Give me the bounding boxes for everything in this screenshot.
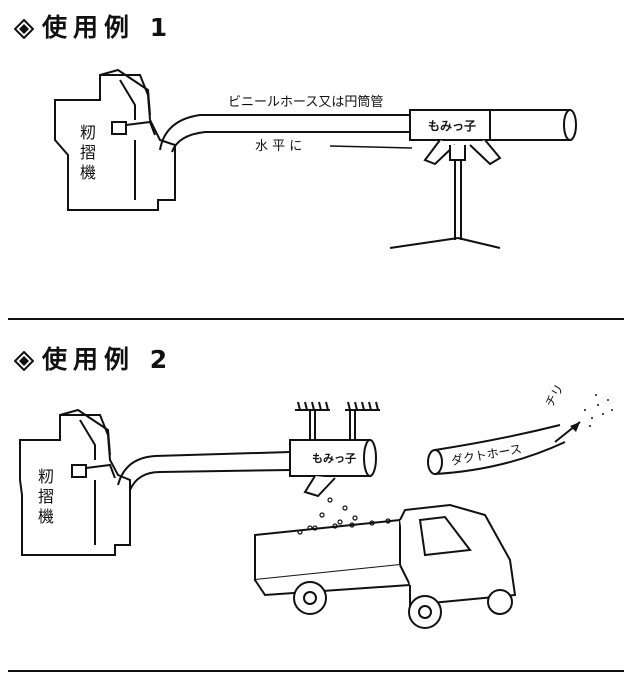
vinyl-hose [159, 114, 412, 153]
husking-machine [54, 68, 176, 211]
machine-label-3: 機 [80, 163, 96, 182]
example-2-illustration: 籾 摺 機 もみっ子 [19, 382, 613, 629]
ceiling-hangers [295, 401, 380, 440]
example-1-title: 使用例 1 [42, 13, 174, 42]
example-1-heading: 使用例 1 [13, 8, 174, 44]
momikko-device [289, 439, 377, 498]
dust-label: チリ [542, 382, 566, 410]
section-divider [8, 670, 624, 672]
momikko-device [409, 109, 577, 166]
machine-label-2: 摺 [38, 487, 54, 506]
stand [389, 160, 501, 249]
diamond-bullet-icon [13, 348, 35, 372]
example-2-heading: 使用例 2 [13, 340, 174, 376]
example-1-illustration: 籾 摺 機 ビニールホース又は円筒管 水 平 に もみっ子 [54, 68, 577, 249]
hose [117, 451, 291, 491]
arrowhead-icon [570, 422, 580, 432]
dust-particles [584, 394, 613, 427]
husking-machine [19, 408, 131, 556]
duct-hose [427, 424, 566, 475]
example-2-title: 使用例 2 [42, 345, 174, 374]
machine-label-3: 機 [38, 507, 54, 526]
diamond-bullet-icon [13, 16, 35, 40]
machine-label-2: 摺 [80, 143, 96, 162]
machine-label-1: 籾 [38, 467, 54, 486]
device-label-2: もみっ子 [312, 452, 356, 465]
truck [254, 503, 517, 629]
level-label: 水 平 に [255, 139, 302, 154]
machine-label-1: 籾 [80, 123, 96, 142]
truck-bed-husks [297, 518, 391, 535]
device-label-1: もみっ子 [428, 119, 476, 133]
level-arrow [329, 145, 413, 149]
section-divider [8, 318, 624, 320]
hose-label: ビニールホース又は円筒管 [228, 94, 383, 110]
